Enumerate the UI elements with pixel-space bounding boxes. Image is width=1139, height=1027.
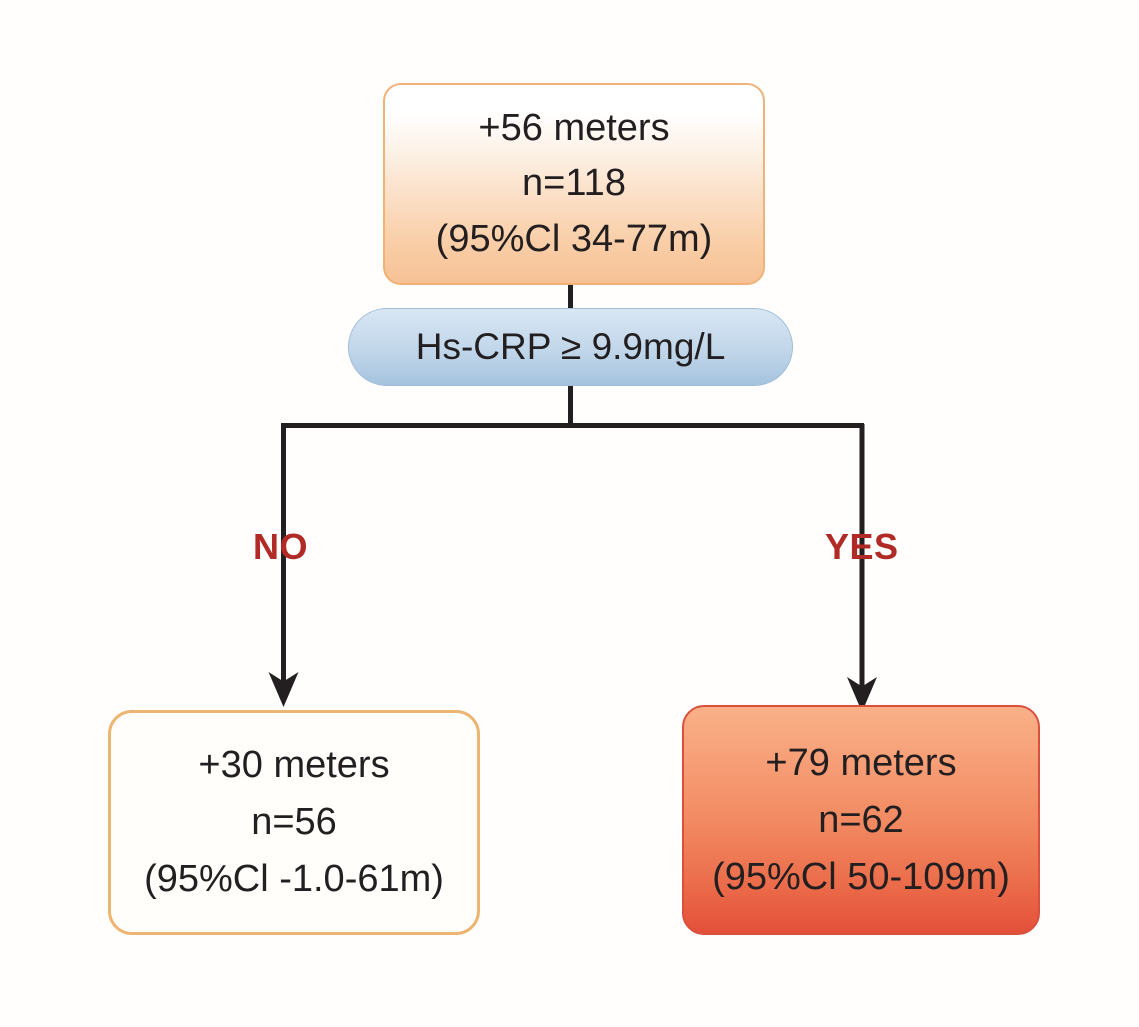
node-no-effect: +30 meters: [198, 744, 390, 786]
node-root-confidence-interval: (95%Cl 34-77m): [435, 217, 713, 260]
node-decision-criterion[interactable]: Hs-CRP ≥ 9.9mg/L: [348, 308, 793, 386]
branch-label-no: NO: [253, 526, 308, 567]
node-no-confidence-interval: (95%Cl -1.0-61m): [144, 858, 444, 900]
node-no-sample-size: n=56: [251, 801, 337, 843]
node-yes-sample-size: n=62: [818, 798, 904, 841]
node-yes-outcome[interactable]: +79 meters n=62 (95%Cl 50-109m): [682, 705, 1040, 935]
node-root-effect: +56 meters: [478, 106, 670, 149]
node-yes-confidence-interval: (95%Cl 50-109m): [712, 855, 1010, 898]
branch-label-yes: YES: [825, 526, 899, 567]
node-no-outcome[interactable]: +30 meters n=56 (95%Cl -1.0-61m): [108, 710, 480, 935]
node-yes-effect: +79 meters: [765, 741, 957, 784]
node-root-sample-size: n=118: [522, 162, 626, 205]
node-root-outcome[interactable]: +56 meters n=118 (95%Cl 34-77m): [383, 83, 765, 285]
node-decision-text: Hs-CRP ≥ 9.9mg/L: [415, 325, 726, 367]
